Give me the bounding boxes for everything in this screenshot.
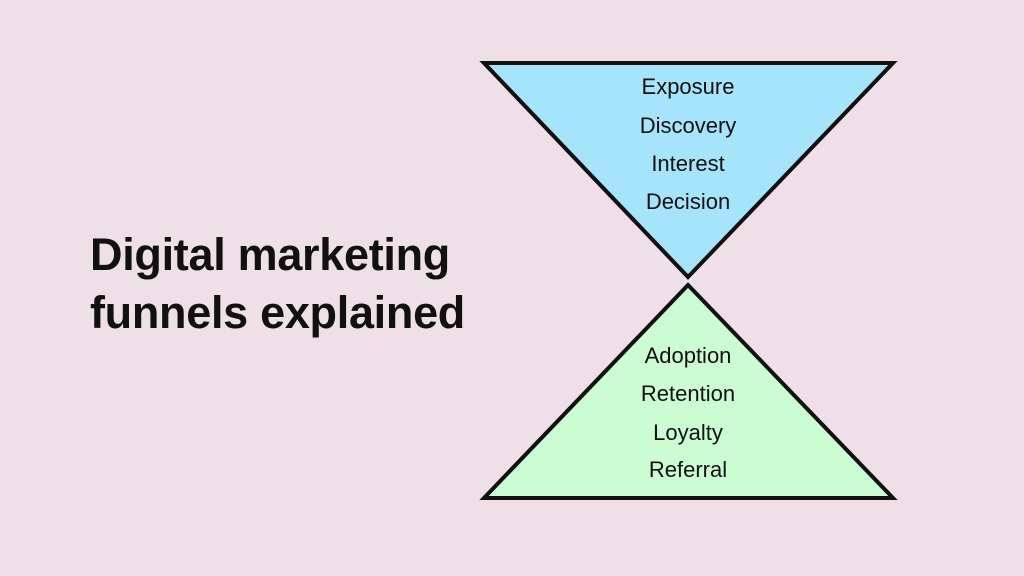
title-line-1: Digital marketing	[90, 229, 450, 280]
top-funnel-triangle	[479, 61, 898, 280]
bottom-funnel-triangle	[479, 282, 898, 500]
bottom-stage-loyalty: Loyalty	[653, 420, 723, 445]
top-stage-decision: Decision	[645, 189, 731, 214]
top-stage-discovery: Discovery	[639, 113, 737, 138]
page-title: Digital marketing funnels explained	[90, 226, 465, 342]
top-stage-exposure: Exposure	[641, 74, 735, 99]
bottom-stage-adoption: Adoption	[644, 343, 732, 368]
top-stage-interest: Interest	[651, 151, 725, 176]
bottom-stage-referral: Referral	[648, 457, 728, 482]
title-line-2: funnels explained	[90, 287, 465, 338]
bottom-stage-retention: Retention	[640, 381, 736, 406]
